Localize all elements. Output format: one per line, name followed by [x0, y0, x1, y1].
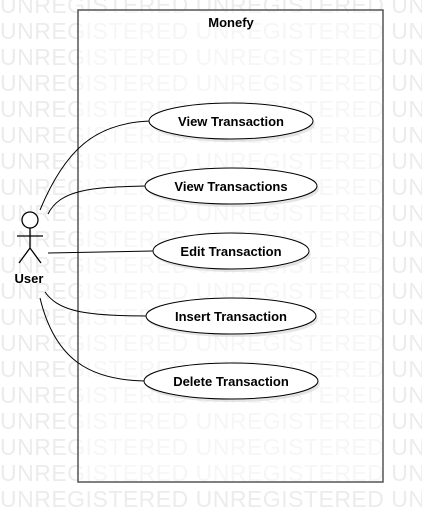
association-edit-transaction[interactable]: [47, 250, 154, 254]
actor-left-leg: [18, 247, 31, 264]
associations: [39, 120, 154, 382]
use-case-insert-transaction[interactable]: Insert Transaction: [145, 297, 318, 337]
association-insert-transaction[interactable]: [44, 291, 148, 317]
use-case-label: Insert Transaction: [175, 309, 287, 324]
association-view-transactions[interactable]: [47, 185, 147, 215]
use-case-delete-transaction[interactable]: Delete Transaction: [143, 362, 320, 402]
use-case-edit-transaction[interactable]: Edit Transaction: [152, 232, 311, 272]
use-case-view-transactions[interactable]: View Transactions: [144, 167, 319, 207]
association-view-transaction[interactable]: [39, 120, 151, 211]
use-case-label: View Transaction: [178, 114, 284, 129]
actor-right-leg: [29, 247, 42, 264]
actor-user[interactable]: [17, 211, 43, 264]
use-case-label: Edit Transaction: [180, 244, 281, 259]
association-delete-transaction[interactable]: [39, 297, 146, 382]
actor-label: User: [15, 271, 44, 286]
system-title: Monefy: [208, 15, 254, 30]
actor-head: [21, 211, 39, 229]
use-case-label: View Transactions: [174, 179, 287, 194]
use-case-label: Delete Transaction: [173, 374, 289, 389]
use-case-view-transaction[interactable]: View Transaction: [148, 102, 315, 142]
